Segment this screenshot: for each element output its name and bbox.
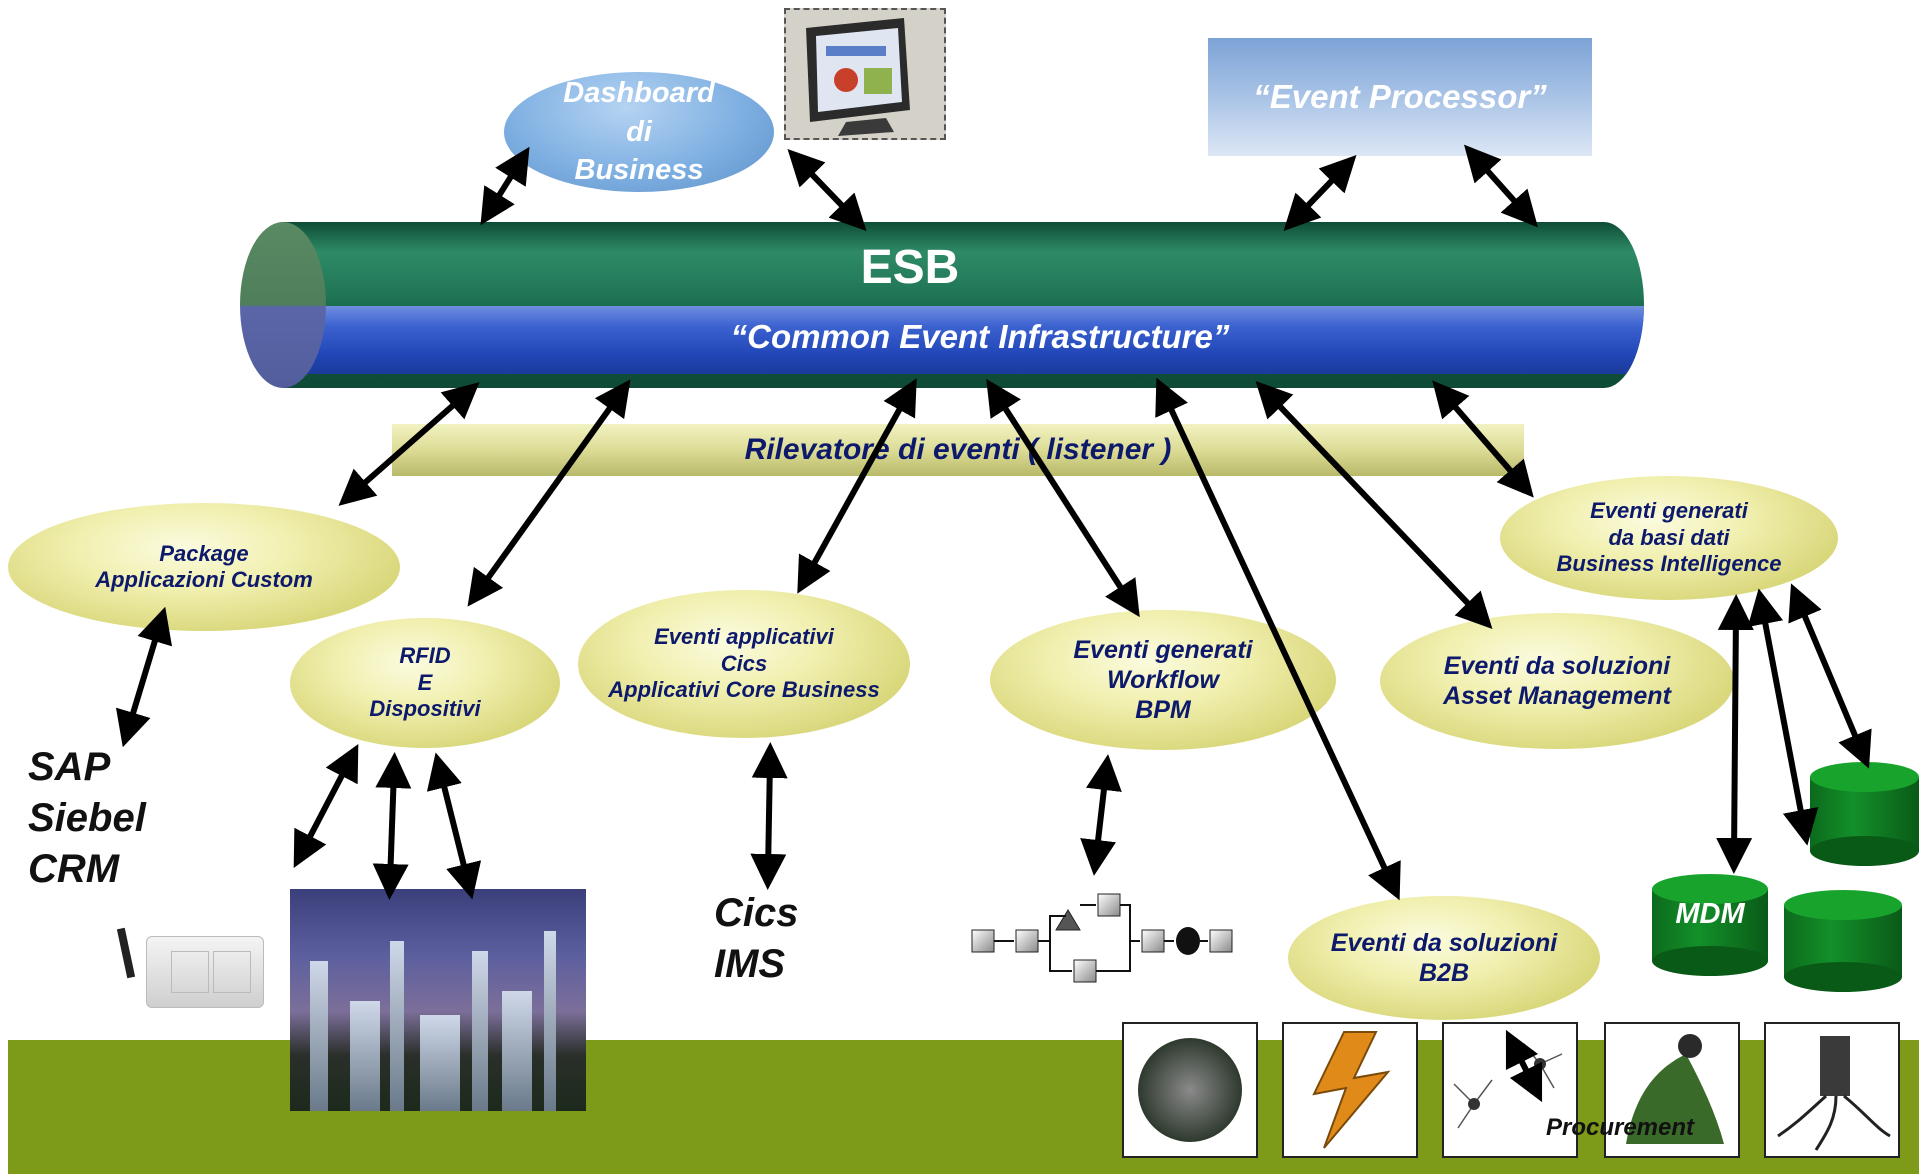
- listener-label: Rilevatore di eventi ( listener ): [744, 433, 1172, 466]
- bi-oval: Eventi generati da basi dati Business In…: [1500, 476, 1838, 600]
- sap-label: SAP Siebel CRM: [28, 742, 146, 896]
- arrow-bi-db-top: [1788, 583, 1872, 769]
- cics-line: Cics: [714, 891, 799, 935]
- arrow-eventproc-esb-left: [1283, 155, 1357, 231]
- industrial-plant-image: [290, 889, 586, 1111]
- esb-tube: [244, 222, 1644, 388]
- arrow-eventproc-esb-right: [1464, 144, 1538, 228]
- cics-events-oval: Eventi applicativi Cics Applicativi Core…: [578, 590, 910, 738]
- dashboard-oval: Dashboard di Business: [504, 72, 774, 192]
- arrow-cics-esb: [797, 378, 917, 594]
- esb-title: ESB: [860, 241, 960, 294]
- monitor-image: [784, 8, 946, 140]
- b2b-line-2: B2B: [1418, 959, 1469, 987]
- workflow-oval: Eventi generati Workflow BPM: [990, 610, 1336, 750]
- dashboard-line-2: di: [626, 115, 652, 148]
- b2b-line-1: Eventi da soluzioni: [1330, 929, 1558, 957]
- workflow-line-1: Eventi generati: [1073, 636, 1253, 664]
- arrow-rfid-router: [293, 744, 359, 868]
- esb-tube-end: [240, 222, 326, 388]
- workflow-line-3: BPM: [1135, 696, 1191, 724]
- event-processor-box: “Event Processor”: [1208, 38, 1592, 156]
- asset-line-1: Eventi da soluzioni: [1443, 652, 1671, 680]
- sap-line-2: Siebel: [28, 796, 146, 841]
- worker-image: [1604, 1022, 1740, 1158]
- package-oval: Package Applicazioni Custom: [8, 503, 400, 631]
- bi-line-3: Business Intelligence: [1556, 551, 1782, 577]
- monitor-icon: [806, 18, 910, 136]
- arrow-workflow-bpm: [1080, 754, 1122, 876]
- workflow-line-2: Workflow: [1106, 666, 1220, 694]
- arrow-rfid-plant-1: [372, 752, 412, 900]
- antenna-icon: [116, 927, 136, 979]
- package-line-2: Applicazioni Custom: [95, 567, 313, 592]
- package-line-1: Package: [159, 540, 249, 566]
- listener-bar: Rilevatore di eventi ( listener ): [392, 424, 1524, 476]
- b2b-oval: Eventi da soluzioni B2B: [1288, 896, 1600, 1020]
- cics-events-line-1: Eventi applicativi: [654, 624, 834, 650]
- rfid-line-3: Dispositivi: [369, 696, 481, 722]
- sap-line-1: SAP: [28, 745, 111, 789]
- server-roots-image: [1764, 1022, 1900, 1158]
- rfid-oval: RFID E Dispositivi: [290, 618, 560, 748]
- bpm-flow-diagram: [971, 893, 1233, 983]
- mdm-label: MDM: [1675, 898, 1745, 930]
- asset-oval: Eventi da soluzioni Asset Management: [1380, 613, 1734, 749]
- bi-line-2: da basi dati: [1608, 524, 1730, 550]
- esb-subtitle: “Common Event Infrastructure”: [730, 318, 1230, 355]
- sap-line-3: CRM: [28, 847, 120, 892]
- event-processor-label: “Event Processor”: [1253, 78, 1547, 115]
- arrow-dashboard-esb-left: [480, 146, 530, 226]
- arrow-cics-ims: [750, 742, 788, 890]
- arrow-dashboard-esb-right: [787, 149, 867, 231]
- cics-ims-label: Cics IMS: [714, 888, 799, 990]
- ims-line: IMS: [714, 942, 786, 987]
- arrow-rfid-plant-2: [426, 752, 482, 900]
- arrow-bi-mdm: [1716, 594, 1754, 874]
- rfid-line-2: E: [417, 669, 433, 695]
- bi-line-1: Eventi generati: [1590, 498, 1748, 524]
- asset-line-2: Asset Management: [1443, 682, 1671, 710]
- mdm-database: [1652, 874, 1768, 976]
- lightning-dollar-image: [1282, 1022, 1418, 1158]
- database-cylinder-right: [1784, 890, 1902, 992]
- common-event-band: [244, 306, 1644, 374]
- rfid-line-1: RFID: [399, 643, 451, 669]
- dashboard-line-3: Business: [574, 154, 704, 187]
- arrow-package-sap: [115, 606, 173, 748]
- cics-events-line-3: Applicativi Core Business: [608, 677, 880, 703]
- dashboard-line-1: Dashboard: [563, 77, 715, 110]
- cics-events-line-2: Cics: [720, 650, 768, 676]
- database-cylinder-top: [1810, 762, 1919, 866]
- arrow-bi-db-right: [1747, 588, 1819, 846]
- heart-globe-image: [1122, 1022, 1258, 1158]
- procurement-label: Procurement: [1545, 1114, 1695, 1141]
- rfid-reader-image: [146, 936, 264, 1008]
